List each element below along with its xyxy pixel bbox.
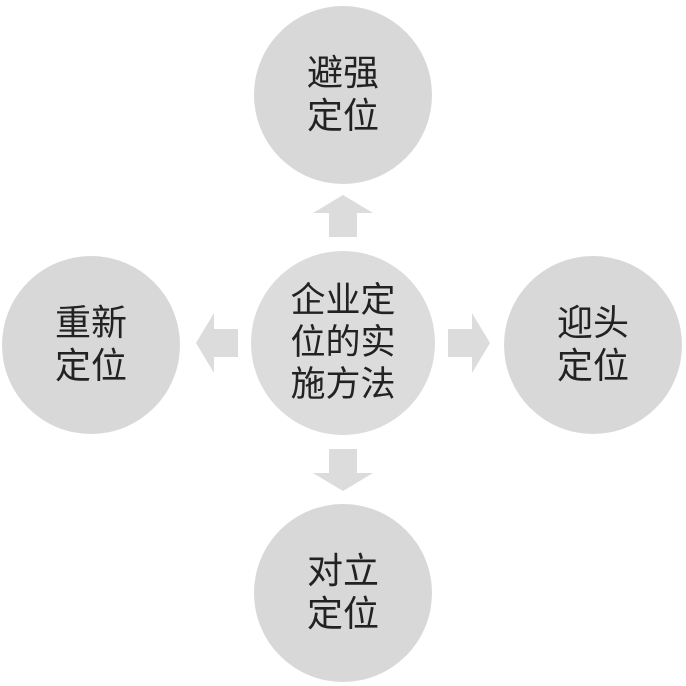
node-bottom-line-2: 定位	[306, 594, 379, 635]
node-right-line-2: 定位	[556, 346, 629, 387]
node-top-line-2: 定位	[306, 96, 379, 137]
node-left-line-1: 重新	[54, 302, 127, 344]
node-bottom: 对立 定位	[254, 504, 432, 682]
node-top-line-1: 避强	[306, 52, 379, 94]
node-left-line-2: 定位	[54, 346, 127, 387]
arrow-up-icon	[313, 195, 373, 237]
arrow-left-icon	[196, 313, 238, 373]
node-center-line-1: 企业定	[290, 281, 396, 321]
arrow-down-icon	[313, 449, 373, 491]
arrow-right-icon	[448, 313, 490, 373]
node-top: 避强 定位	[254, 6, 432, 184]
node-center-line-3: 施方法	[290, 365, 396, 405]
node-right: 迎头 定位	[504, 256, 682, 434]
node-center: 企业定 位的实 施方法	[251, 251, 435, 435]
node-left: 重新 定位	[2, 256, 180, 434]
node-bottom-line-1: 对立	[306, 550, 379, 592]
node-right-line-1: 迎头	[556, 302, 629, 344]
node-center-line-2: 位的实	[290, 323, 396, 363]
